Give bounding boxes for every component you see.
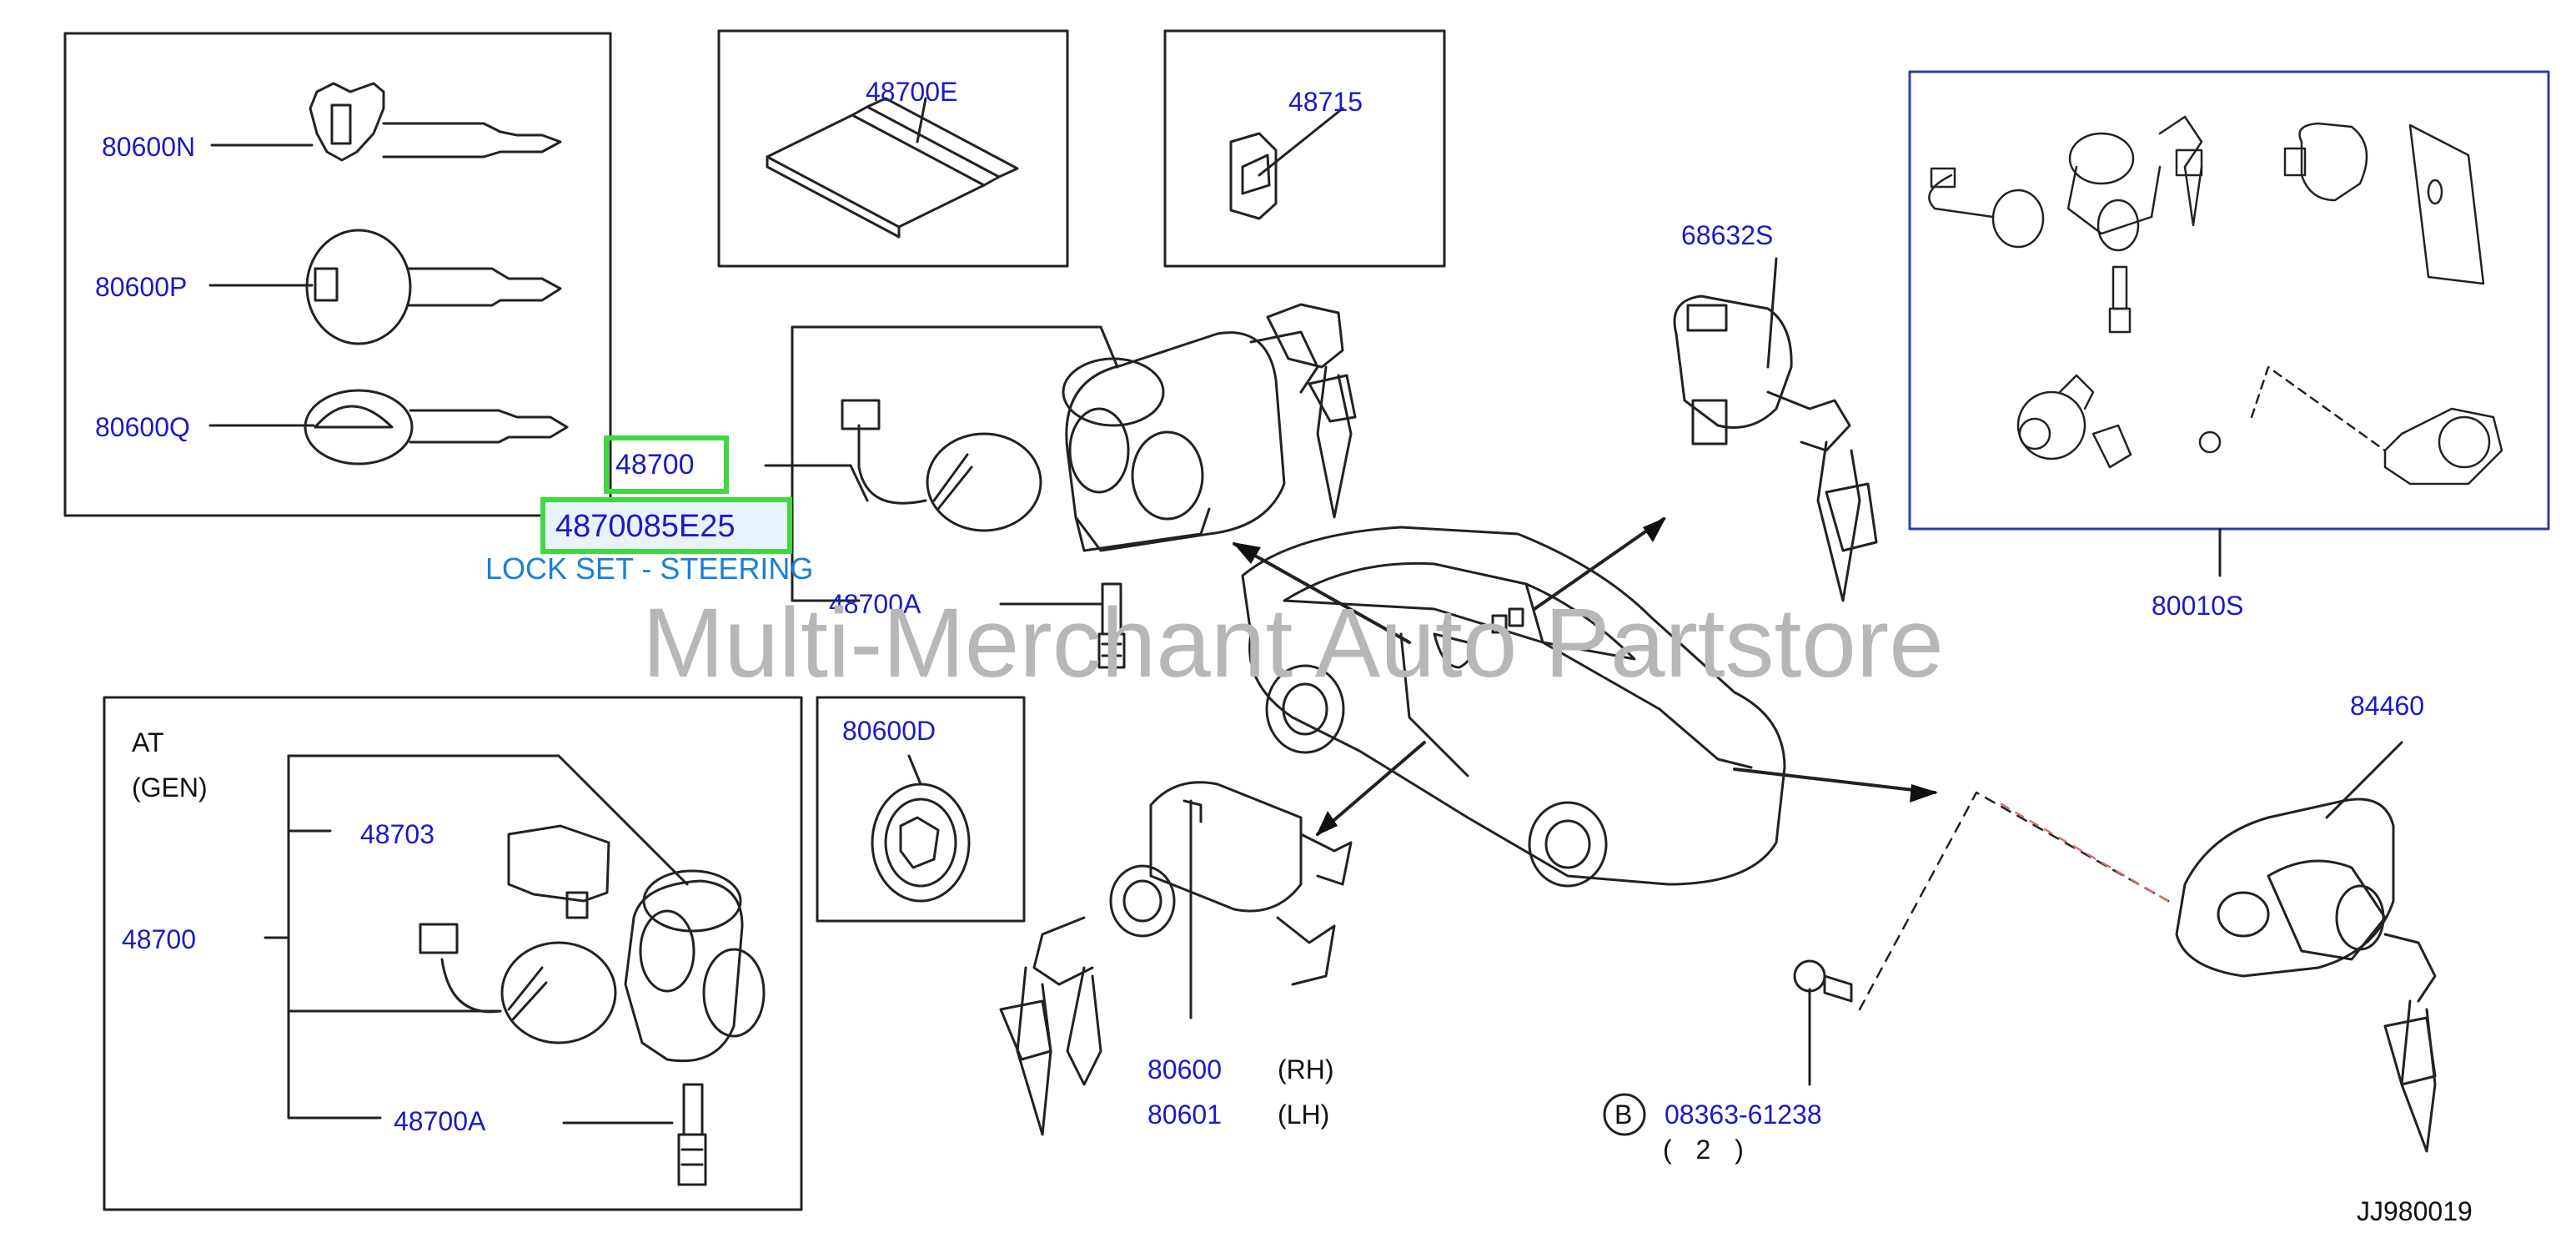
lock-set-contents-drawing	[1928, 115, 2503, 486]
part-80600-label[interactable]: 80600	[1147, 1054, 1222, 1085]
ring-box	[816, 696, 1026, 923]
part-80601-side: (LH)	[1278, 1100, 1330, 1130]
part-68632s-label[interactable]: 68632S	[1681, 220, 1774, 250]
cap-clip-drawing	[1229, 107, 1344, 220]
at-box-subtitle: (GEN)	[132, 772, 208, 803]
part-description-label: LOCK SET - STEERING	[485, 551, 814, 586]
seal-box	[717, 29, 1069, 268]
bolt-qty: ( 2 )	[1663, 1135, 1752, 1165]
arrow-heads	[1233, 517, 1938, 836]
b-circle	[1603, 1093, 1646, 1136]
part-80600d-label[interactable]: 80600D	[842, 716, 936, 746]
at-box-title: AT	[132, 727, 164, 757]
part-80010s-label[interactable]: 80010S	[2152, 591, 2244, 621]
part-80600p-label[interactable]: 80600P	[95, 272, 188, 302]
door-lock-drawing	[999, 781, 1353, 1136]
direction-arrows	[1233, 517, 1936, 836]
seal-strip-drawing	[766, 97, 1019, 239]
cap-box	[1163, 29, 1446, 268]
part-48700e-label[interactable]: 48700E	[866, 77, 958, 107]
bolt-symbol: B	[1614, 1100, 1633, 1130]
key-80600p-drawing	[305, 229, 562, 345]
part-84460-label[interactable]: 84460	[2350, 691, 2424, 721]
part-48703-label[interactable]: 48703	[360, 819, 434, 849]
key-80600n-drawing	[309, 82, 562, 162]
diagram-code: JJ980019	[2357, 1196, 2473, 1226]
highlight-box-4870085e25	[540, 497, 792, 554]
part-08363-61238-label[interactable]: 08363-61238	[1665, 1100, 1822, 1130]
steering-lock-drawing	[841, 303, 1357, 669]
at-box	[103, 696, 803, 1211]
part-48715-label[interactable]: 48715	[1288, 87, 1363, 117]
watermark: Multi-Merchant Auto Partstore	[642, 588, 1944, 698]
trunk-lock-drawing	[2175, 741, 2437, 1153]
part-80600-side: (RH)	[1278, 1054, 1334, 1085]
highlight-box-48700	[604, 435, 729, 494]
part-80601-label[interactable]: 80601	[1147, 1100, 1222, 1130]
car-drawing	[1241, 526, 1786, 888]
part-48700-highlight-label[interactable]: 48700	[615, 449, 695, 481]
at-lock-drawing	[264, 754, 766, 1186]
glove-lock-drawing	[1673, 257, 1878, 602]
key-80600q-drawing	[304, 389, 569, 466]
part-48700a-label[interactable]: 48700A	[829, 589, 921, 619]
part-80600n-label[interactable]: 80600N	[102, 132, 196, 162]
part-80600q-label[interactable]: 80600Q	[95, 412, 190, 442]
lock-set-box	[1908, 70, 2550, 531]
bolt-drawing	[1793, 959, 1853, 1086]
keys-box	[63, 32, 612, 517]
part-48700-at-label[interactable]: 48700	[122, 924, 196, 954]
part-48700a-at-label[interactable]: 48700A	[394, 1106, 486, 1136]
part-4870085e25-label[interactable]: 4870085E25	[555, 509, 736, 544]
ring-drawing	[871, 754, 971, 903]
